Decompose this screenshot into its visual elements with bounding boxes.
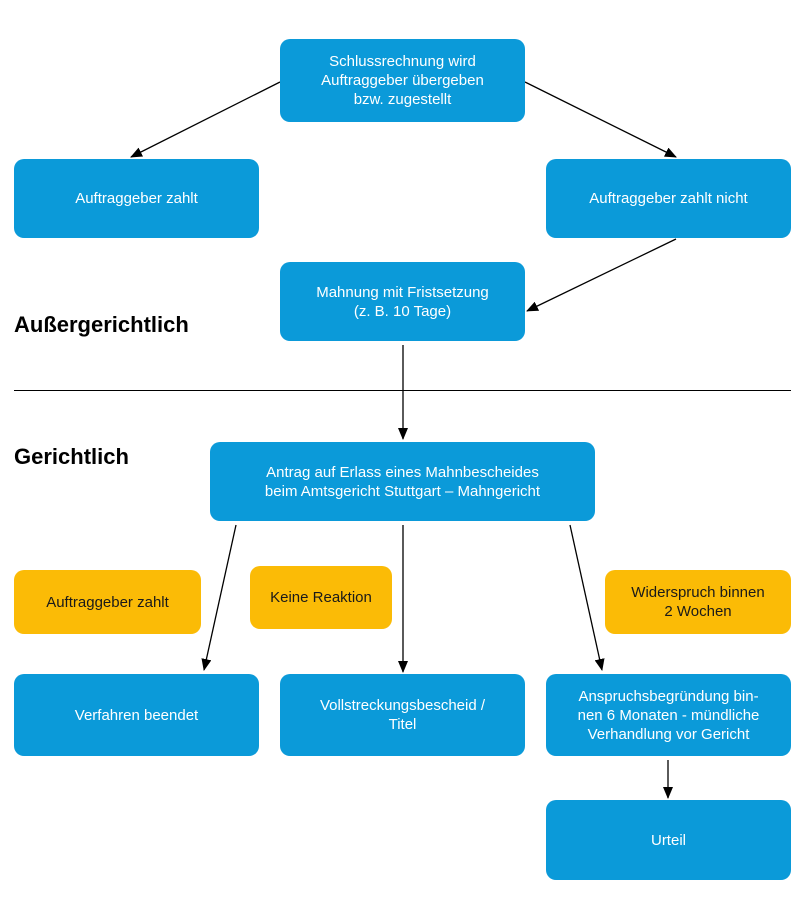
section-label-out-of-court: Außergerichtlich: [14, 312, 189, 337]
node-enforcement-order: Vollstreckungsbescheid / Titel: [280, 674, 525, 756]
arrow-not-pays-to-reminder: [526, 238, 677, 312]
node-reminder: Mahnung mit Fristsetzung (z. B. 10 Tage): [280, 262, 525, 341]
arrow-invoice-to-client-not-pays: [524, 81, 677, 158]
node-claim-justification: Anspruchsbegründung bin- nen 6 Monaten -…: [546, 674, 791, 756]
arrow-application-to-claim: [569, 524, 605, 671]
arrow-application-to-proceedings-ended: [201, 524, 237, 671]
node-court-application: Antrag auf Erlass eines Mahnbescheides b…: [210, 442, 595, 521]
node-client-pays: Auftraggeber zahlt: [14, 159, 259, 238]
section-label-court: Gerichtlich: [14, 444, 129, 469]
node-proceedings-ended: Verfahren beendet: [14, 674, 259, 756]
note-no-reaction: Keine Reaktion: [250, 566, 392, 629]
node-final-invoice: Schlussrechnung wird Auftraggeber überge…: [280, 39, 525, 122]
note-client-pays: Auftraggeber zahlt: [14, 570, 201, 634]
note-objection: Widerspruch binnen 2 Wochen: [605, 570, 791, 634]
node-client-does-not-pay: Auftraggeber zahlt nicht: [546, 159, 791, 238]
arrow-invoice-to-client-pays: [130, 81, 281, 158]
node-judgment: Urteil: [546, 800, 791, 880]
